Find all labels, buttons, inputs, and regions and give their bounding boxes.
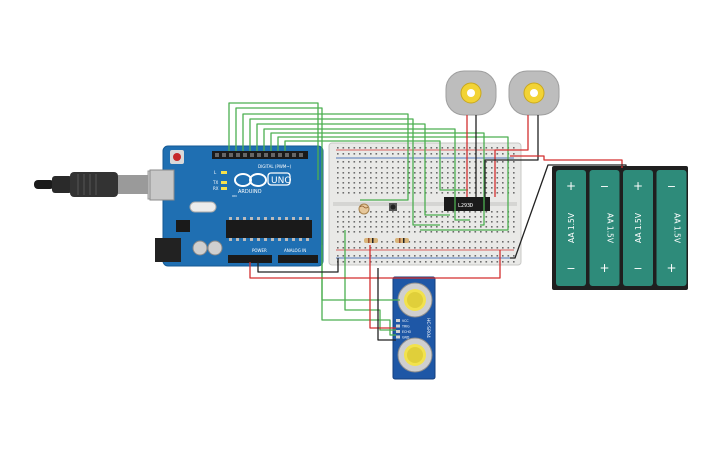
wire-green [249, 118, 440, 226]
power-label: POWER [252, 248, 267, 253]
resistor [395, 238, 409, 243]
plus-sign: + [633, 179, 643, 193]
wire-green [321, 245, 396, 336]
l-led-label: L [214, 170, 217, 175]
chip-label: L293D [458, 203, 473, 209]
minus-sign: − [600, 180, 609, 193]
wire-red [249, 250, 501, 279]
wire-green [235, 107, 400, 301]
tx-led [221, 181, 227, 184]
wire-black [377, 268, 396, 341]
battery-cell-label: AA 1.5V [567, 212, 576, 243]
wires [228, 102, 627, 341]
photoresistor [358, 203, 370, 215]
power-jack [155, 238, 181, 262]
uno-label: UNO [271, 176, 291, 186]
sensor-pin [396, 319, 400, 322]
wire-green [277, 136, 509, 231]
sensor-pin-label: ECHO [402, 330, 412, 334]
microcontroller-chip [226, 220, 312, 238]
crystal [189, 201, 217, 213]
power-header [228, 255, 272, 263]
wire-black [484, 115, 539, 197]
l-led [221, 171, 227, 174]
plus-sign: + [599, 261, 609, 275]
battery-cell-label: AA 1.5V [606, 213, 615, 244]
rx-led [221, 187, 227, 190]
wire-black [510, 164, 627, 259]
usb-port [149, 169, 175, 201]
resistor [364, 238, 378, 243]
sensor-pin [396, 335, 400, 339]
battery-cell: + − AA 1.5V [656, 170, 687, 286]
wire-green [263, 128, 470, 221]
capacitor [192, 240, 208, 256]
wire-red [510, 155, 623, 168]
sensor-pin-label: TRIG [401, 325, 410, 329]
battery-cell: + − AA 1.5V [623, 170, 653, 286]
on-label: ON [232, 194, 237, 198]
rx-label: RX [213, 186, 219, 191]
wire-green [256, 123, 450, 216]
wire-green [242, 113, 409, 201]
digital-label: DIGITAL (PWM~) [258, 164, 292, 169]
tx-label: TX [212, 180, 218, 185]
wire-black [257, 258, 339, 273]
plus-sign: + [566, 179, 576, 193]
arduino-label: ARDUINO [238, 189, 262, 195]
plus-sign: + [666, 261, 676, 275]
battery-cell: + − AA 1.5V [556, 170, 586, 286]
battery-cell-label: AA 1.5V [673, 213, 682, 244]
battery-pack: + − AA 1.5V + − AA 1.5V + − AA 1.5V + − AA 1.5V [552, 166, 688, 290]
sensor-model-label: HC-SR04 [425, 318, 431, 338]
wire-red [369, 245, 396, 329]
battery-cell-label: AA 1.5V [634, 212, 643, 243]
battery-cell: + − AA 1.5V [589, 170, 620, 286]
dc-motor-1 [445, 70, 497, 116]
analog-label: ANALOG IN [284, 248, 306, 253]
analog-header [278, 255, 318, 263]
sensor-pin-label: GND [402, 336, 410, 340]
minus-sign: − [633, 262, 642, 275]
wire-green [344, 230, 396, 331]
sensor-pin-label: VCC [402, 319, 409, 323]
minus-sign: − [667, 180, 676, 193]
sensor-pin [396, 324, 400, 328]
dc-motor-2 [508, 70, 560, 116]
minus-sign: − [566, 262, 575, 275]
wire-red [494, 115, 529, 197]
sensor-pin [396, 330, 400, 333]
capacitor [207, 240, 223, 256]
wire-green [270, 132, 485, 226]
wire-green [284, 140, 468, 191]
arduino-uno-board: DIGITAL (PWM~) ARDUINO UNO L TX RX [149, 145, 324, 267]
